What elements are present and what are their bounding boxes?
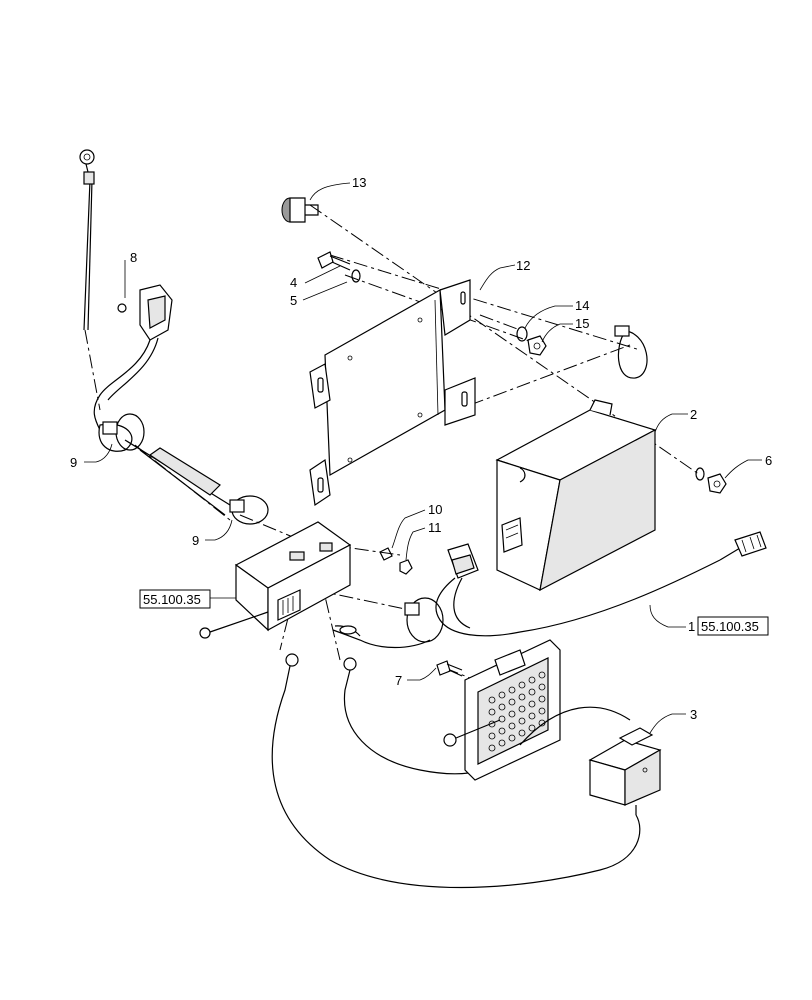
- harness-sleeve: [98, 413, 269, 525]
- leader-lines: [84, 182, 762, 734]
- hose-clip: [614, 325, 648, 379]
- callout-2: 2: [690, 407, 697, 422]
- controller-module: [495, 399, 657, 592]
- washer-6: [695, 467, 727, 494]
- callout-4: 4: [290, 275, 297, 290]
- main-harness: [404, 531, 767, 643]
- mounting-bracket: [309, 279, 476, 507]
- bolt-4: [317, 251, 361, 283]
- ref-right-label: 55.100.35: [701, 619, 759, 634]
- washer-14: [516, 326, 528, 342]
- ref-box-right[interactable]: 55.100.35: [697, 616, 769, 636]
- washer-5: [351, 269, 361, 283]
- lower-cables: [271, 625, 641, 889]
- callout-10: 10: [428, 502, 442, 517]
- callout-13: 13: [352, 175, 366, 190]
- ref-left-label: 55.100.35: [143, 592, 201, 607]
- callout-9b: 9: [192, 533, 199, 548]
- callout-5: 5: [290, 293, 297, 308]
- callout-3: 3: [690, 707, 697, 722]
- callout-15: 15: [575, 316, 589, 331]
- module-3: [519, 706, 662, 815]
- callout-labels: 13 4 5 12 14 15 2 6 8 9 9 10 11 1 7 3: [70, 175, 772, 722]
- bolt-10: [379, 547, 393, 561]
- callout-12: 12: [516, 258, 530, 273]
- bolt-7: [436, 660, 463, 677]
- ecu-connector: [443, 639, 561, 781]
- ref-box-left[interactable]: 55.100.35: [139, 589, 211, 609]
- callout-11: 11: [428, 520, 442, 535]
- callout-9a: 9: [70, 455, 77, 470]
- callout-8: 8: [130, 250, 137, 265]
- rubber-damper-13: [281, 197, 319, 223]
- nut-15: [527, 335, 547, 356]
- callout-6: 6: [765, 453, 772, 468]
- sensor-connector: [93, 284, 173, 431]
- bolt-8: [117, 303, 127, 313]
- callout-14: 14: [575, 298, 589, 313]
- ground-cable-top: [79, 149, 95, 331]
- junction-box: [199, 521, 352, 639]
- nut-11: [399, 559, 413, 575]
- callout-1: 1: [688, 619, 695, 634]
- callout-7: 7: [395, 673, 402, 688]
